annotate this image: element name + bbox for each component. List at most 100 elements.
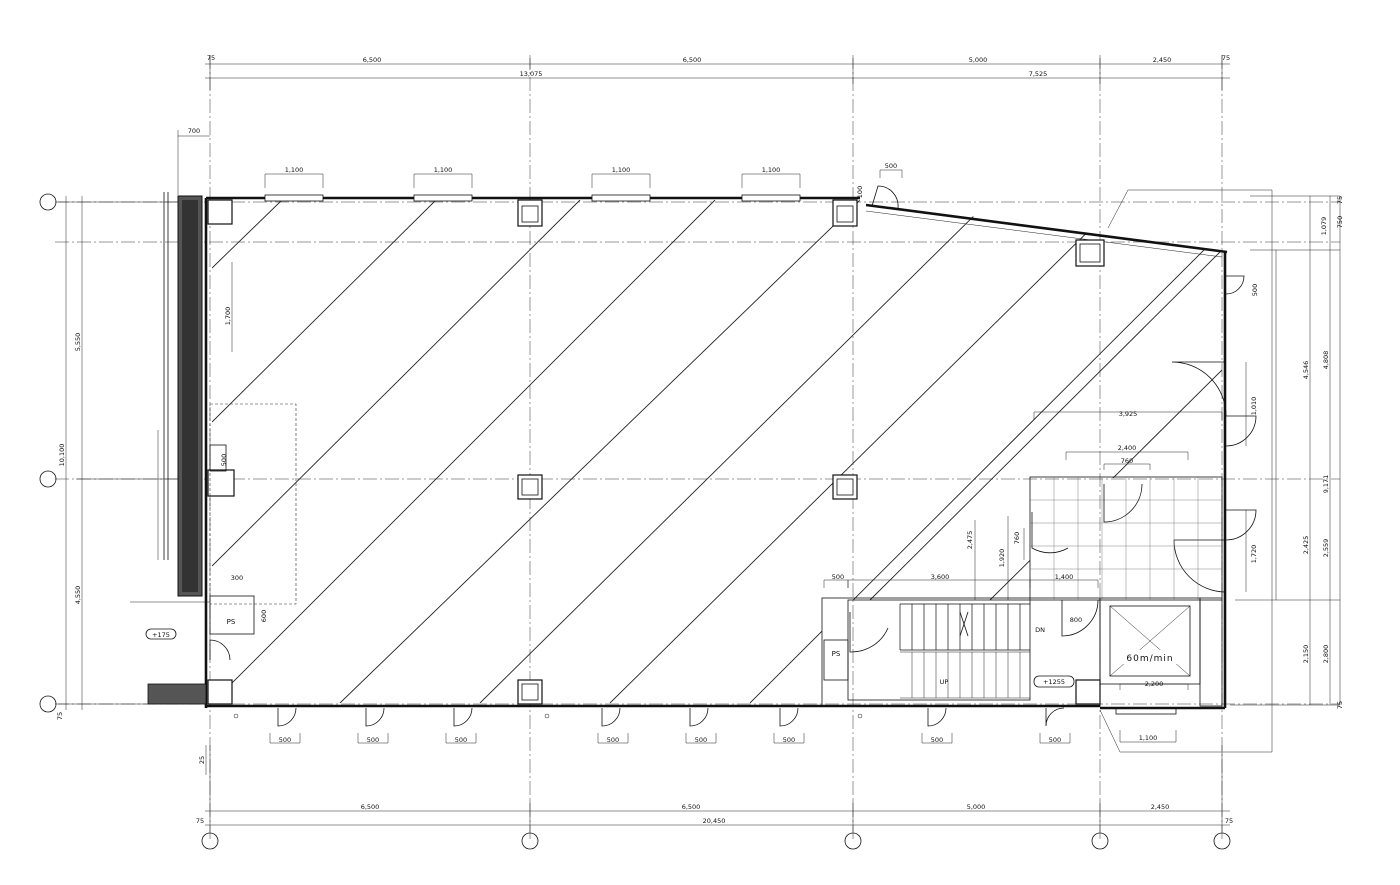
window-width-2: 1,100 xyxy=(434,166,453,174)
corner-door-width: 500 xyxy=(885,162,897,170)
right-dim-10: 75 xyxy=(1336,196,1344,204)
core-dim-760-a: 760 xyxy=(1121,457,1133,465)
grid-bubble-col-2 xyxy=(521,832,539,850)
right-dim-6: 2,425 xyxy=(1302,536,1310,555)
columns xyxy=(207,199,1105,705)
right-dim-8: 2,150 xyxy=(1302,645,1310,664)
core-restroom: 3,925 2,400 760 760 1,920 2,475 xyxy=(966,410,1223,601)
column xyxy=(207,469,235,497)
right-wall-doors: 500 1,010 1,720 xyxy=(1171,275,1259,593)
tile-grid xyxy=(1030,477,1222,600)
core-dim-3925: 3,925 xyxy=(1119,410,1138,418)
left-dim-lower: 4,550 xyxy=(74,586,82,605)
bottom-dim-total: 20,450 xyxy=(703,817,726,825)
right-dim-4: 4,808 xyxy=(1322,351,1330,370)
level-label-right: +1255 xyxy=(1043,678,1065,686)
ps-label-left: PS xyxy=(227,618,236,626)
right-dim-7: 2,559 xyxy=(1322,539,1330,558)
door-width-4: 500 xyxy=(607,736,619,744)
door-width-8: 500 xyxy=(1049,736,1061,744)
right-dim-1: 1,079 xyxy=(1320,217,1328,236)
bottom-dim-span-3: 5,000 xyxy=(967,803,986,811)
level-label-left: +175 xyxy=(152,631,170,639)
left-dim-top-offset: 700 xyxy=(188,127,200,135)
grid-bubble-row-3 xyxy=(39,695,57,713)
left-dim-end: 75 xyxy=(56,712,64,720)
bottom-dim-span-2: 6,500 xyxy=(682,803,701,811)
column xyxy=(1075,679,1101,705)
right-door-width: 500 xyxy=(1251,284,1259,296)
right-door-dim-1: 1,010 xyxy=(1250,397,1258,416)
left-dim-upper: 5,550 xyxy=(74,333,82,352)
left-dimension-chain: 10,100 5,550 4,550 75 700 xyxy=(56,127,210,720)
elevator: 60m/min 2,200 1,100 xyxy=(1099,597,1223,743)
lower-left-ticks: 25 xyxy=(198,745,207,775)
top-dim-span-3: 5,000 xyxy=(969,56,988,64)
bottom-dim-end-right: 75 xyxy=(1225,817,1233,825)
left-planter xyxy=(147,192,207,705)
right-dimension-chain: 1,079 750 4,546 4,808 9,171 2,425 2,559 … xyxy=(1230,195,1344,709)
grid-bubbles xyxy=(39,193,1231,850)
exterior-walls xyxy=(204,196,1228,710)
top-dim-end-right: 75 xyxy=(1222,54,1230,62)
top-dim-span-4: 2,450 xyxy=(1153,56,1172,64)
bottom-dim-end-left: 75 xyxy=(196,817,204,825)
right-dim-5: 9,171 xyxy=(1322,475,1330,494)
grid-bubble-col-3 xyxy=(844,832,862,850)
door-width-7: 500 xyxy=(931,736,943,744)
bottom-dim-span-1: 6,500 xyxy=(361,803,380,811)
door-width-5: 500 xyxy=(695,736,707,744)
top-dimension-chain: 6,500 6,500 5,000 2,450 13,075 7,525 75 … xyxy=(205,54,1230,90)
bottom-dimension-chain: 6,500 6,500 5,000 2,450 20,450 75 75 xyxy=(196,745,1233,832)
column xyxy=(517,679,543,705)
door-width-2: 500 xyxy=(367,736,379,744)
column xyxy=(207,679,233,705)
bottom-doors: 500 500 500 500 500 500 500 500 xyxy=(233,707,1071,744)
door-width-3: 500 xyxy=(455,736,467,744)
window-width-1: 1,100 xyxy=(285,166,304,174)
bottom-dim-span-4: 2,450 xyxy=(1151,803,1170,811)
grid-lines xyxy=(55,55,1340,840)
floor-hatching xyxy=(212,200,1222,703)
stair-dim-1400: 1,400 xyxy=(1055,573,1074,581)
stair-dim-500: 500 xyxy=(832,573,844,581)
top-windows: 1,100 1,100 1,100 1,100 xyxy=(264,166,801,202)
grid-bubble-col-4 xyxy=(1091,832,1109,850)
top-dim-subtotal-2: 7,525 xyxy=(1029,70,1048,78)
top-dim-span-2: 6,500 xyxy=(683,56,702,64)
ps-label-stair: PS xyxy=(832,650,841,658)
elevator-dim-2200: 2,200 xyxy=(1145,680,1164,688)
stair-core: 500 3,600 1,400 xyxy=(821,573,1101,707)
left-dim-total: 10,100 xyxy=(58,444,66,467)
corner-small-dim: 100 xyxy=(856,186,864,198)
stair-treads-lower xyxy=(900,651,1030,699)
grid-bubble-col-5 xyxy=(1213,832,1231,850)
stair-up-label: UP xyxy=(940,678,949,686)
core-dim-2400: 2,400 xyxy=(1118,444,1137,452)
stair-treads-upper xyxy=(899,603,1030,651)
core-dim-2475: 2,475 xyxy=(966,531,974,550)
corner-door: 500 100 xyxy=(856,162,1273,753)
right-dim-9: 2,800 xyxy=(1322,645,1330,664)
elevator-speed-label: 60m/min xyxy=(1126,654,1173,664)
column xyxy=(207,199,233,225)
right-door-dim-2: 1,720 xyxy=(1250,545,1258,564)
lower-left-tick-label: 25 xyxy=(198,756,206,764)
door-width-6: 500 xyxy=(783,736,795,744)
right-dim-3: 4,546 xyxy=(1302,361,1310,380)
top-dim-span-1: 6,500 xyxy=(363,56,382,64)
left-small-dim-1: 500 xyxy=(220,454,228,466)
window-width-4: 1,100 xyxy=(762,166,781,174)
grid-bubble-col-1 xyxy=(201,832,219,850)
left-details: 500 1,700 300 600 PS +175 xyxy=(130,262,297,661)
core-dim-760-b: 760 xyxy=(1013,532,1021,544)
core-dim-1920: 1,920 xyxy=(998,549,1006,568)
elevator-dim-1100: 1,100 xyxy=(1139,734,1158,742)
left-small-dim-3: 600 xyxy=(260,610,268,622)
stair-dim-3600: 3,600 xyxy=(931,573,950,581)
grid-bubble-row-2 xyxy=(39,470,57,488)
left-small-dim-2: 300 xyxy=(231,574,243,582)
left-span-dim: 1,700 xyxy=(224,307,232,326)
door-width-1: 500 xyxy=(279,736,291,744)
